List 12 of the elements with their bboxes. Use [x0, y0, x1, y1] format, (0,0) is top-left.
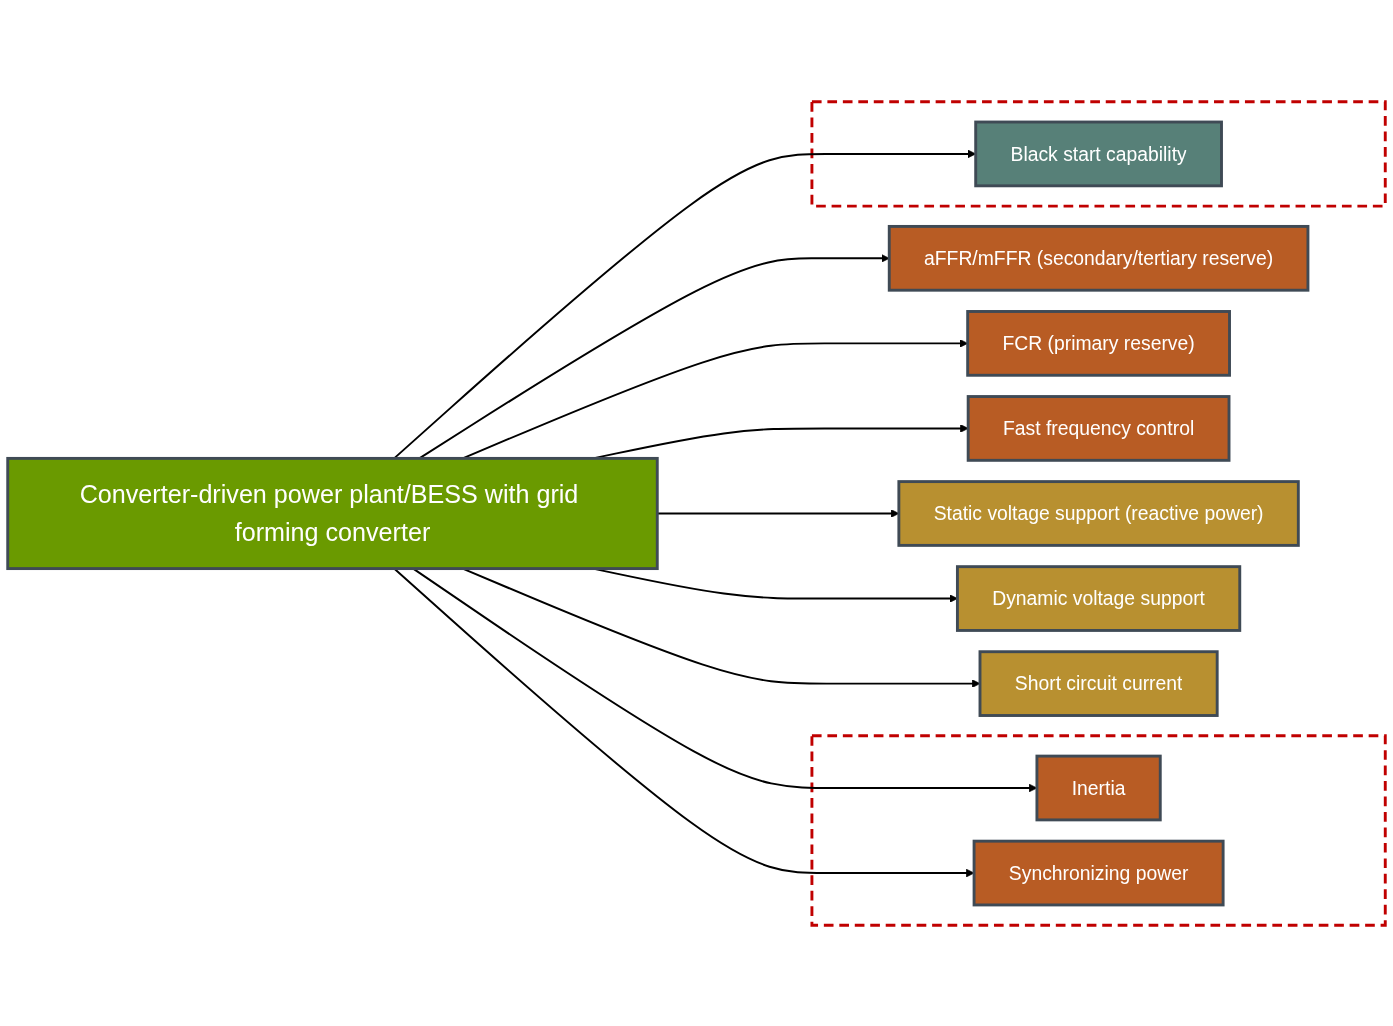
cluster: [810, 99, 1387, 208]
node-box: Static voltage support (reactive power): [897, 479, 1300, 547]
node-box: Converter-driven power plant/BESS with grid forming converter: [6, 456, 659, 570]
cluster: [810, 733, 1387, 927]
node-box: FCR (primary reserve): [966, 309, 1231, 377]
node-box: aFFR/mFFR (secondary/tertiary reserve): [887, 224, 1310, 292]
node-box: Inertia: [1035, 754, 1162, 821]
node-box: Synchronizing power: [972, 839, 1225, 906]
node-box: Dynamic voltage support: [955, 564, 1242, 632]
node-box: Short circuit current: [978, 649, 1219, 717]
node-box: Fast frequency control: [966, 394, 1231, 462]
node-box: Black start capability: [974, 120, 1223, 187]
